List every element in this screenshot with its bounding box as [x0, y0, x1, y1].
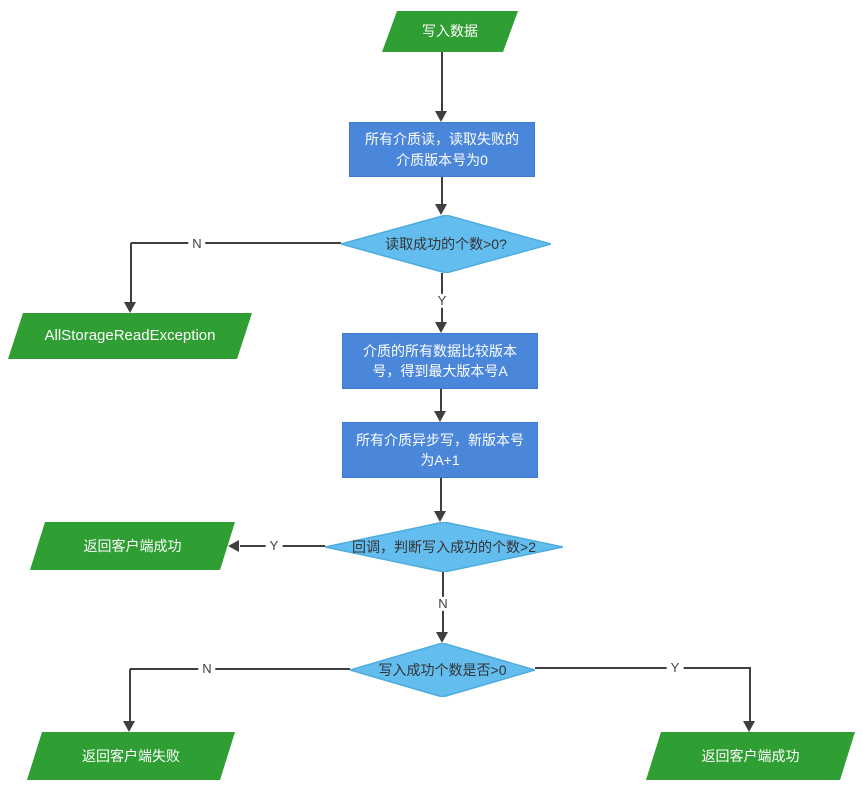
- node-async-write[interactable]: 所有介质异步写，新版本号 为A+1: [342, 422, 538, 478]
- node-compare-version[interactable]: 介质的所有数据比较版本 号，得到最大版本号A: [342, 333, 538, 389]
- decision-callback-write-count-label: 回调，判断写入成功的个数>2: [352, 538, 536, 555]
- node-return-success-left-label: 返回客户端成功: [83, 537, 182, 554]
- arrowhead-to-success-right: [743, 721, 755, 732]
- node-return-success-right-label: 返回客户端成功: [701, 747, 800, 764]
- decision-read-success-count-label: 读取成功的个数>0?: [385, 235, 507, 252]
- connector-decision2-y: [240, 545, 325, 547]
- connector-decision1-n-vertical: [130, 243, 132, 304]
- edge-label-y-callback: Y: [265, 538, 283, 554]
- node-compare-version-label: 介质的所有数据比较版本 号，得到最大版本号A: [363, 342, 517, 379]
- diamond-shape: [341, 215, 551, 273]
- connector-decision3-y-vertical: [749, 668, 751, 723]
- edge-label-y-write-ok: Y: [666, 660, 684, 676]
- connector-decision3-n-vertical: [129, 669, 131, 723]
- edge-label-y-read-ok: Y: [433, 293, 451, 309]
- arrowhead-to-fail: [123, 721, 135, 732]
- node-start-label: 写入数据: [422, 23, 478, 40]
- connector-write-to-decision2: [440, 478, 442, 513]
- node-return-fail-label: 返回客户端失败: [82, 747, 180, 764]
- edge-label-n-read-fail: N: [188, 236, 206, 252]
- node-return-fail[interactable]: 返回客户端失败: [27, 732, 235, 780]
- arrowhead-to-write: [434, 411, 446, 422]
- connector-compare-to-write: [440, 389, 442, 413]
- connector-start-to-read: [441, 52, 443, 113]
- diamond-shape: [325, 522, 563, 572]
- decision-write-count-gt0[interactable]: 写入成功个数是否>0: [350, 643, 535, 697]
- connector-decision3-n-horizontal: [130, 668, 350, 670]
- connector-read-to-decision1: [441, 177, 443, 206]
- node-read-all-media-label: 所有介质读，读取失败的 介质版本号为0: [365, 131, 519, 168]
- arrowhead-read-to-decision1: [435, 204, 447, 215]
- arrowhead-to-decision3: [436, 632, 448, 643]
- node-all-storage-read-exception-label: AllStorageReadException: [44, 327, 216, 345]
- node-return-success-left[interactable]: 返回客户端成功: [30, 522, 235, 570]
- node-all-storage-read-exception[interactable]: AllStorageReadException: [8, 313, 252, 359]
- arrowhead-start-to-read: [435, 111, 447, 122]
- decision-read-success-count[interactable]: 读取成功的个数>0?: [341, 215, 551, 273]
- arrowhead-to-compare: [435, 322, 447, 333]
- arrowhead-to-decision2: [434, 511, 446, 522]
- arrowhead-to-exception: [124, 302, 136, 313]
- edge-label-n-callback: N: [434, 596, 452, 612]
- node-start[interactable]: 写入数据: [382, 11, 518, 52]
- edge-label-n-write-fail: N: [198, 661, 216, 677]
- node-return-success-right[interactable]: 返回客户端成功: [646, 732, 855, 780]
- decision-callback-write-count[interactable]: 回调，判断写入成功的个数>2: [325, 522, 563, 572]
- arrowhead-to-success-left: [228, 540, 239, 552]
- node-async-write-label: 所有介质异步写，新版本号 为A+1: [356, 431, 524, 468]
- decision-write-count-gt0-label: 写入成功个数是否>0: [378, 661, 507, 678]
- diamond-shape: [350, 643, 535, 697]
- node-read-all-media[interactable]: 所有介质读，读取失败的 介质版本号为0: [349, 122, 535, 177]
- connector-decision1-n-horizontal: [131, 242, 341, 244]
- connector-decision3-y-horizontal: [535, 667, 751, 669]
